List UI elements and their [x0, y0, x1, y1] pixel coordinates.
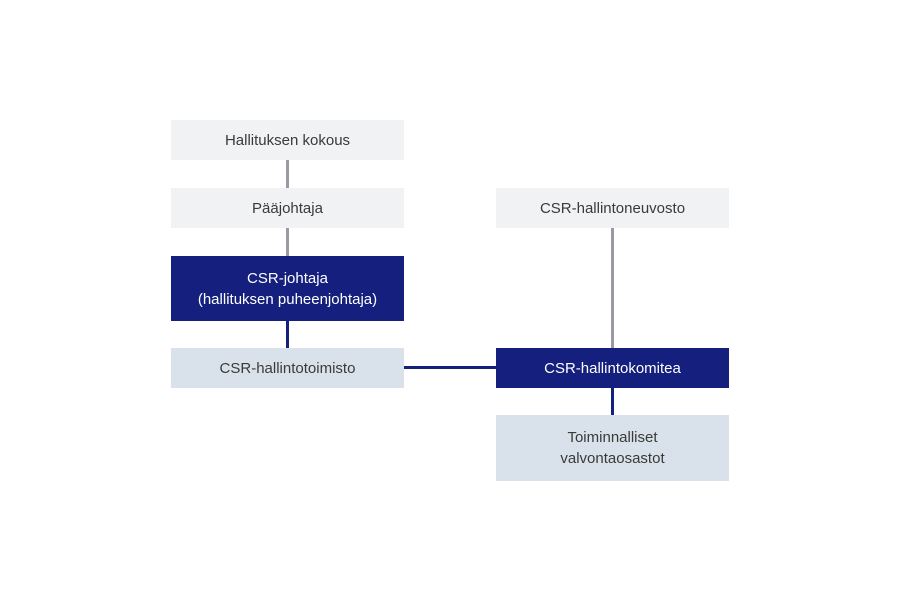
node-label: CSR-hallintokomitea [544, 359, 681, 377]
node-csr-office: CSR-hallintotoimisto [171, 348, 404, 388]
node-label-line-2: valvontaosastot [560, 450, 665, 467]
node-ceo: Pääjohtaja [171, 188, 404, 228]
connector-board-to-ceo [286, 160, 289, 188]
connector-csr-director-to-office [286, 321, 289, 348]
node-label: CSR-hallintotoimisto [219, 359, 356, 377]
node-label-line-1: Toiminnalliset [567, 429, 658, 446]
node-operational-departments: Toiminnalliset valvontaosastot [496, 415, 729, 481]
node-csr-committee: CSR-hallintokomitea [496, 348, 729, 388]
node-label: Pääjohtaja [252, 199, 323, 217]
connector-committee-to-operational-depts [611, 388, 614, 415]
node-label-line-1: CSR-johtaja [247, 269, 328, 287]
connector-council-to-committee [611, 228, 614, 348]
node-csr-council: CSR-hallintoneuvosto [496, 188, 729, 228]
node-csr-director: CSR-johtaja (hallituksen puheenjohtaja) [171, 256, 404, 321]
node-label: CSR-hallintoneuvosto [539, 199, 686, 217]
connector-ceo-to-csr-director [286, 228, 289, 256]
node-board-meeting: Hallituksen kokous [171, 120, 404, 160]
node-label: Hallituksen kokous [224, 131, 351, 149]
connector-office-to-committee [404, 366, 496, 369]
node-label-line-2: (hallituksen puheenjohtaja) [197, 290, 378, 308]
